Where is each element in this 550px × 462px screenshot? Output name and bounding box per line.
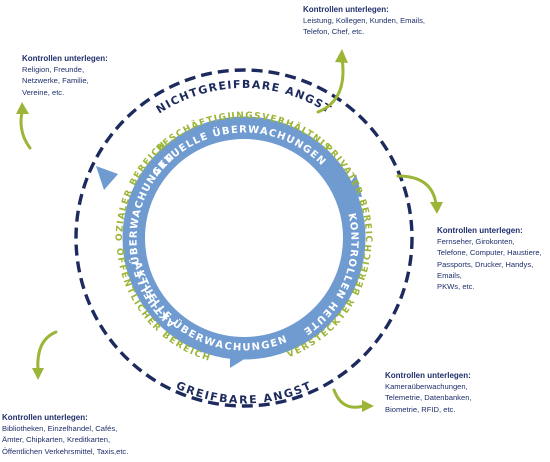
note-line: Religion, Freunde, bbox=[22, 65, 85, 75]
note-line: Fernseher, Girokonten, bbox=[437, 237, 515, 247]
note-line: Ämter, Chipkarten, Kreditkarten, bbox=[2, 435, 111, 445]
note-bottom-right: Kontrollen unterlegen: Kameraüberwachung… bbox=[385, 370, 472, 415]
note-line: Leistung, Kollegen, Kunden, Emails, bbox=[303, 16, 426, 26]
note-heading: Kontrollen unterlegen: bbox=[437, 226, 523, 235]
note-line: Bibliotheken, Einzelhandel, Cafés, bbox=[2, 424, 118, 434]
note-line: Biometrie, RFID, etc. bbox=[385, 404, 456, 414]
note-line: Netzwerke, Familie, bbox=[22, 76, 89, 86]
note-heading: Kontrollen unterlegen: bbox=[2, 413, 88, 422]
arrowhead-bottom-right bbox=[362, 400, 374, 412]
arrow-right bbox=[396, 174, 438, 206]
arrow-top-right bbox=[316, 56, 345, 114]
inner-ring-hole bbox=[145, 139, 343, 337]
arrow-top-left bbox=[19, 110, 32, 150]
note-heading: Kontrollen unterlegen: bbox=[385, 371, 471, 380]
ring-arrow-top-left bbox=[96, 166, 118, 190]
note-heading: Kontrollen unterlegen: bbox=[303, 5, 389, 14]
note-line: PKWs, etc. bbox=[437, 282, 475, 292]
arrowhead-right bbox=[430, 202, 443, 214]
note-top-left: Kontrollen unterlegen: Religion, Freunde… bbox=[22, 53, 108, 98]
arrow-bottom-right bbox=[332, 388, 366, 409]
note-line: Telefon, Chef, etc. bbox=[303, 27, 365, 37]
arrowhead-top-right bbox=[335, 49, 348, 63]
outer-dashed-ring bbox=[74, 68, 414, 408]
note-line: Emails, bbox=[437, 270, 462, 280]
note-top-right: Kontrollen unterlegen: Leistung, Kollege… bbox=[303, 4, 425, 38]
inner-blue-ring bbox=[122, 116, 366, 360]
note-line: Kameraüberwachungen, bbox=[385, 382, 468, 392]
outer-label-bottom: GREIFBARE ANGST bbox=[174, 379, 314, 407]
note-line: Passports, Drucker, Handys, bbox=[437, 259, 534, 269]
arrowhead-bottom-left bbox=[32, 368, 44, 380]
note-bottom-left: Kontrollen unterlegen: Bibliotheken, Ein… bbox=[2, 412, 128, 457]
note-line: Vereine, etc. bbox=[22, 87, 65, 97]
note-heading: Kontrollen unterlegen: bbox=[22, 54, 108, 63]
note-right: Kontrollen unterlegen: Fernseher, Giroko… bbox=[437, 225, 542, 292]
arrow-bottom-left bbox=[36, 330, 58, 372]
note-line: Telemetrie, Datenbanken, bbox=[385, 393, 472, 403]
ring-arrow-bottom bbox=[230, 348, 246, 368]
note-line: Öffentlichen Verkehrsmittel, Taxis,etc. bbox=[2, 446, 129, 456]
note-line: Telefone, Computer, Haustiere, bbox=[437, 248, 542, 258]
arrowhead-top-left bbox=[16, 102, 29, 114]
ring-arrow-right bbox=[342, 174, 362, 197]
